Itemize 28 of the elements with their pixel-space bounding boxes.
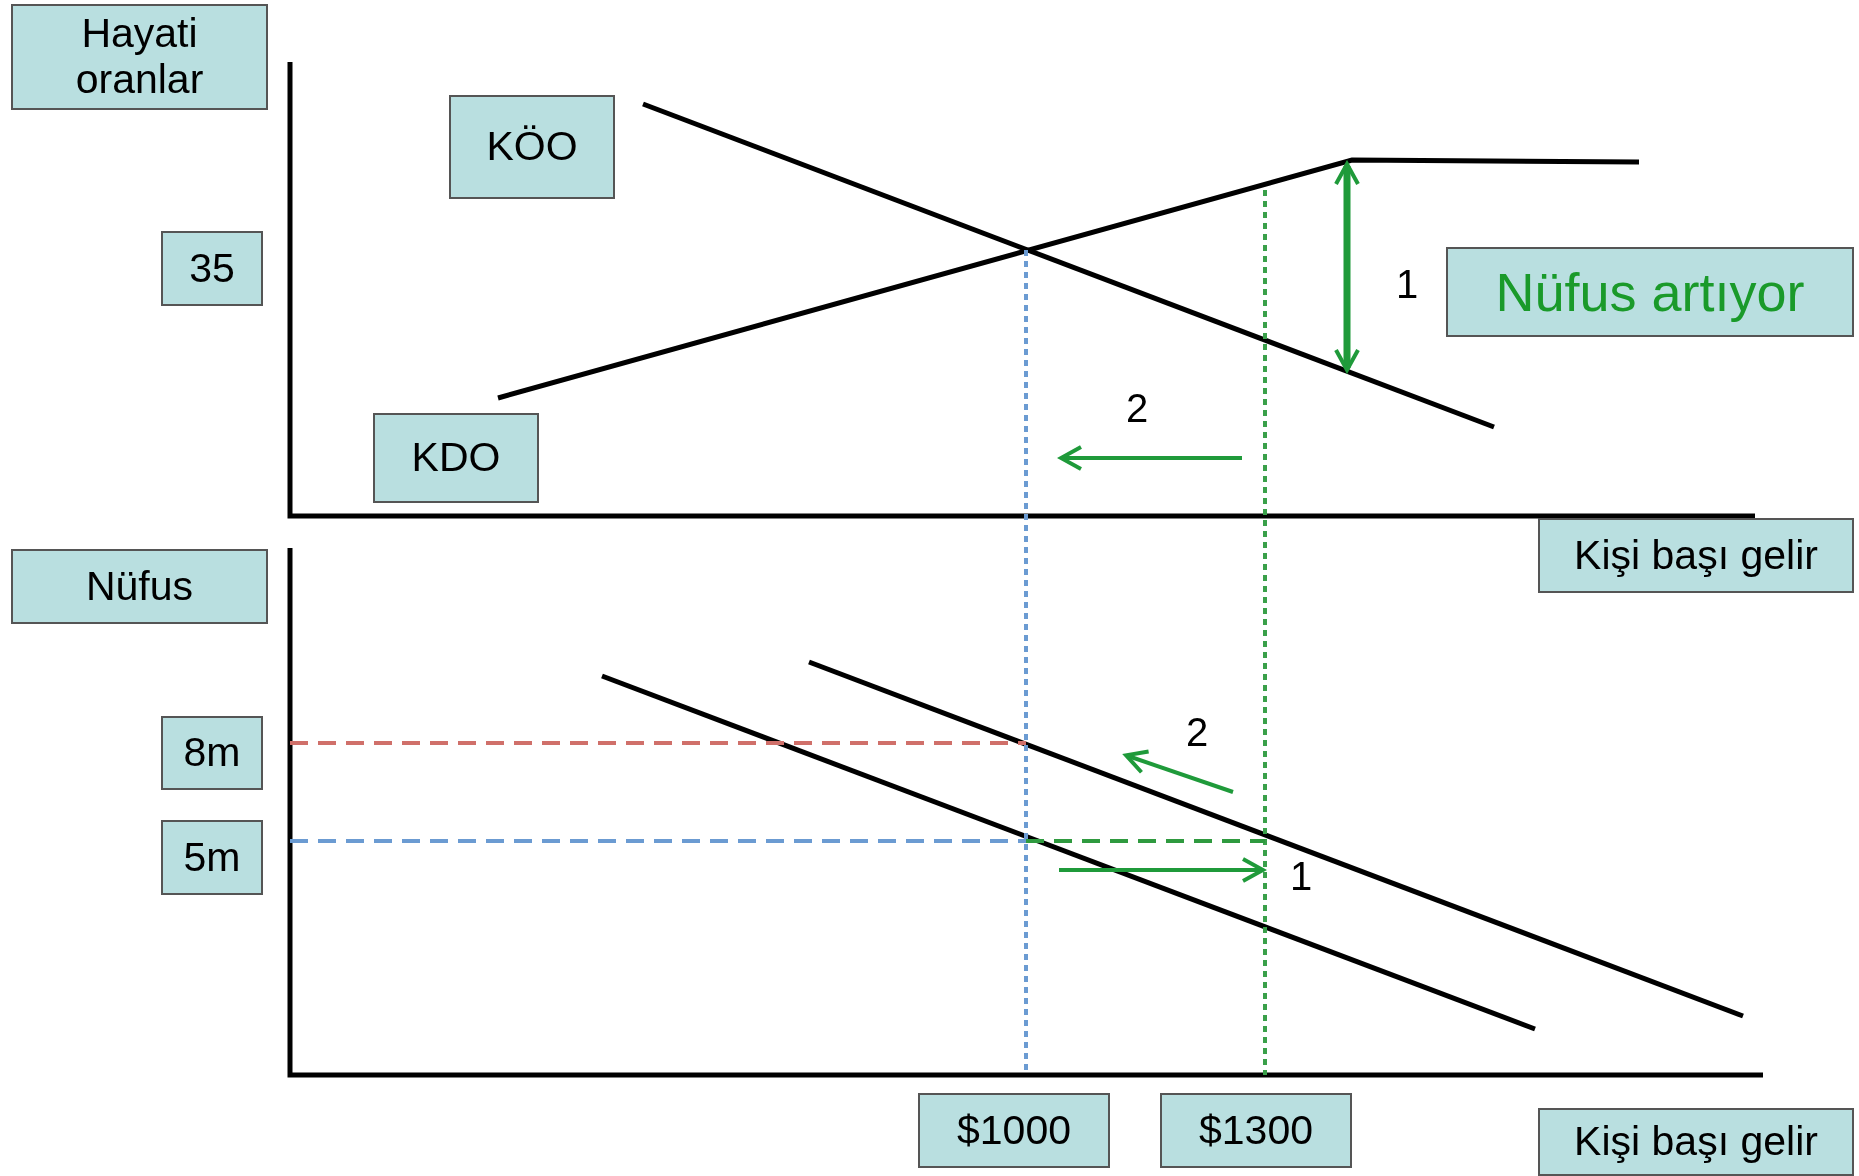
axis-label: Kişi başı gelir [1574, 1119, 1818, 1165]
axis-label: Kişi başı gelir [1574, 532, 1818, 579]
step-number: 2 [1126, 388, 1149, 428]
label-box [449, 95, 615, 199]
axis-label: $1000 [957, 1107, 1071, 1154]
step-number: 1 [1290, 856, 1313, 896]
label-box [1446, 247, 1854, 337]
axis-label: 35 [189, 245, 235, 292]
label-box [373, 413, 539, 503]
label-box [918, 1093, 1110, 1168]
label-box [1538, 1108, 1854, 1176]
step-number: 2 [1186, 712, 1209, 752]
label-box [11, 4, 268, 110]
label-box [161, 231, 263, 306]
label-box [1538, 518, 1854, 593]
label-box [1160, 1093, 1352, 1168]
axis-label: 5m [183, 834, 241, 881]
label-box [161, 820, 263, 895]
axis-label: Hayati oranlar [74, 11, 205, 103]
axis-label: KDO [411, 435, 501, 481]
axis-label: KÖO [486, 124, 578, 170]
label-box [11, 549, 268, 624]
label-box [161, 716, 263, 790]
step-number: 1 [1396, 264, 1419, 304]
axis-label: $1300 [1199, 1107, 1313, 1154]
axis-label: Nüfus [85, 563, 194, 610]
axis-label: 8m [183, 730, 241, 776]
highlight-text: Nüfus artıyor [1495, 261, 1805, 323]
